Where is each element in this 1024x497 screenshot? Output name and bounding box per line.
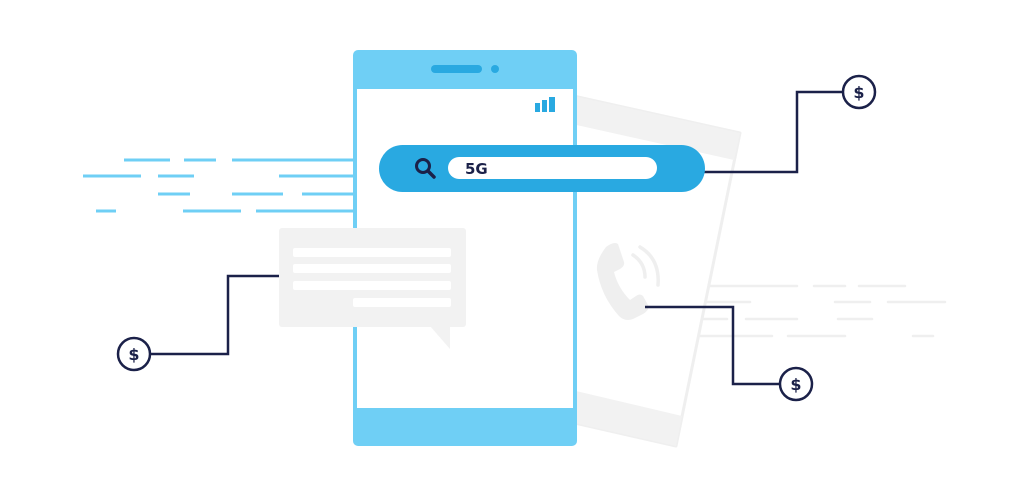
phone-speaker bbox=[431, 65, 482, 73]
search-icon[interactable] bbox=[415, 158, 436, 179]
phone-handset-icon bbox=[596, 243, 660, 320]
phone-camera bbox=[491, 65, 499, 73]
search-bar[interactable]: 5G bbox=[379, 145, 705, 192]
chat-bubble-icon bbox=[279, 228, 466, 349]
connector-lines bbox=[151, 90, 842, 386]
dollar-icon: $ bbox=[790, 375, 801, 394]
signal-bars-icon bbox=[535, 97, 555, 112]
dollar-icon: $ bbox=[853, 83, 864, 102]
dollar-badge-left: $ bbox=[116, 336, 152, 372]
right-speed-lines bbox=[698, 284, 947, 338]
left-speed-lines bbox=[83, 158, 355, 213]
dollar-badge-bottom-right: $ bbox=[778, 366, 814, 402]
dollar-icon: $ bbox=[128, 345, 139, 364]
search-input[interactable] bbox=[448, 157, 657, 179]
search-query-text: 5G bbox=[465, 160, 488, 178]
dollar-badge-top-right: $ bbox=[841, 74, 877, 110]
